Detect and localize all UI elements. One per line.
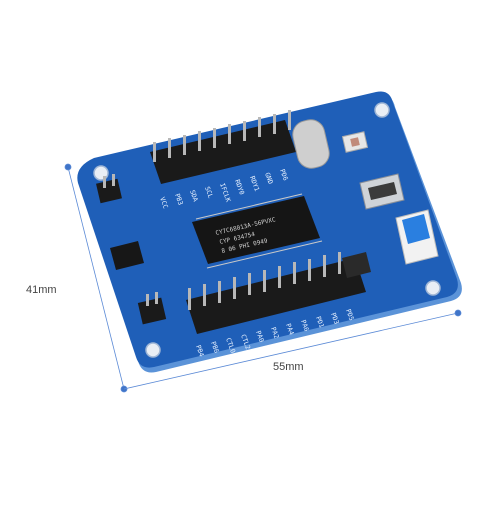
pcb-board: CY7C68013A-56PVXC CYP 634754 8 06 PHI 09… xyxy=(77,91,462,373)
top-pin-label: SDA xyxy=(188,189,200,203)
mini-usb-connector xyxy=(359,173,405,210)
top-pin-label: PD6 xyxy=(278,168,290,182)
crystal-oscillator xyxy=(292,119,330,169)
bottom-pin-label: PD3 xyxy=(329,312,341,326)
width-dimension-label: 55mm xyxy=(273,361,304,373)
reset-button xyxy=(341,131,369,153)
bottom-pin-label: PD5 xyxy=(344,308,356,322)
top-pin-label: SCL xyxy=(203,185,215,199)
bottom-pin-label: PD1 xyxy=(314,315,326,329)
width-dimension-line xyxy=(123,309,462,390)
bottom-pin-label: PA0 xyxy=(254,330,266,344)
bottom-pin-label: PB4 xyxy=(194,344,206,358)
top-pin-label: GND xyxy=(263,171,275,185)
height-dimension-label: 41mm xyxy=(26,284,57,296)
jumper-j2 xyxy=(96,174,122,204)
top-pin-label: PB3 xyxy=(173,192,185,206)
bottom-pin-label: PA6 xyxy=(299,319,311,333)
top-pin-header xyxy=(150,110,296,184)
jumper-d2 xyxy=(137,292,167,325)
bottom-pin-label: PA4 xyxy=(284,322,296,336)
cy7c68013a-chip: CY7C68013A-56PVXC CYP 634754 8 06 PHI 09… xyxy=(192,193,323,269)
voltage-regulator xyxy=(342,252,371,278)
bottom-pin-label: PB6 xyxy=(209,340,221,354)
eeprom-chip xyxy=(110,241,144,270)
power-switch xyxy=(395,209,439,265)
top-pin-label: VCC xyxy=(158,196,170,210)
bottom-pin-label: PA2 xyxy=(269,326,281,340)
bottom-pin-header xyxy=(186,252,366,334)
